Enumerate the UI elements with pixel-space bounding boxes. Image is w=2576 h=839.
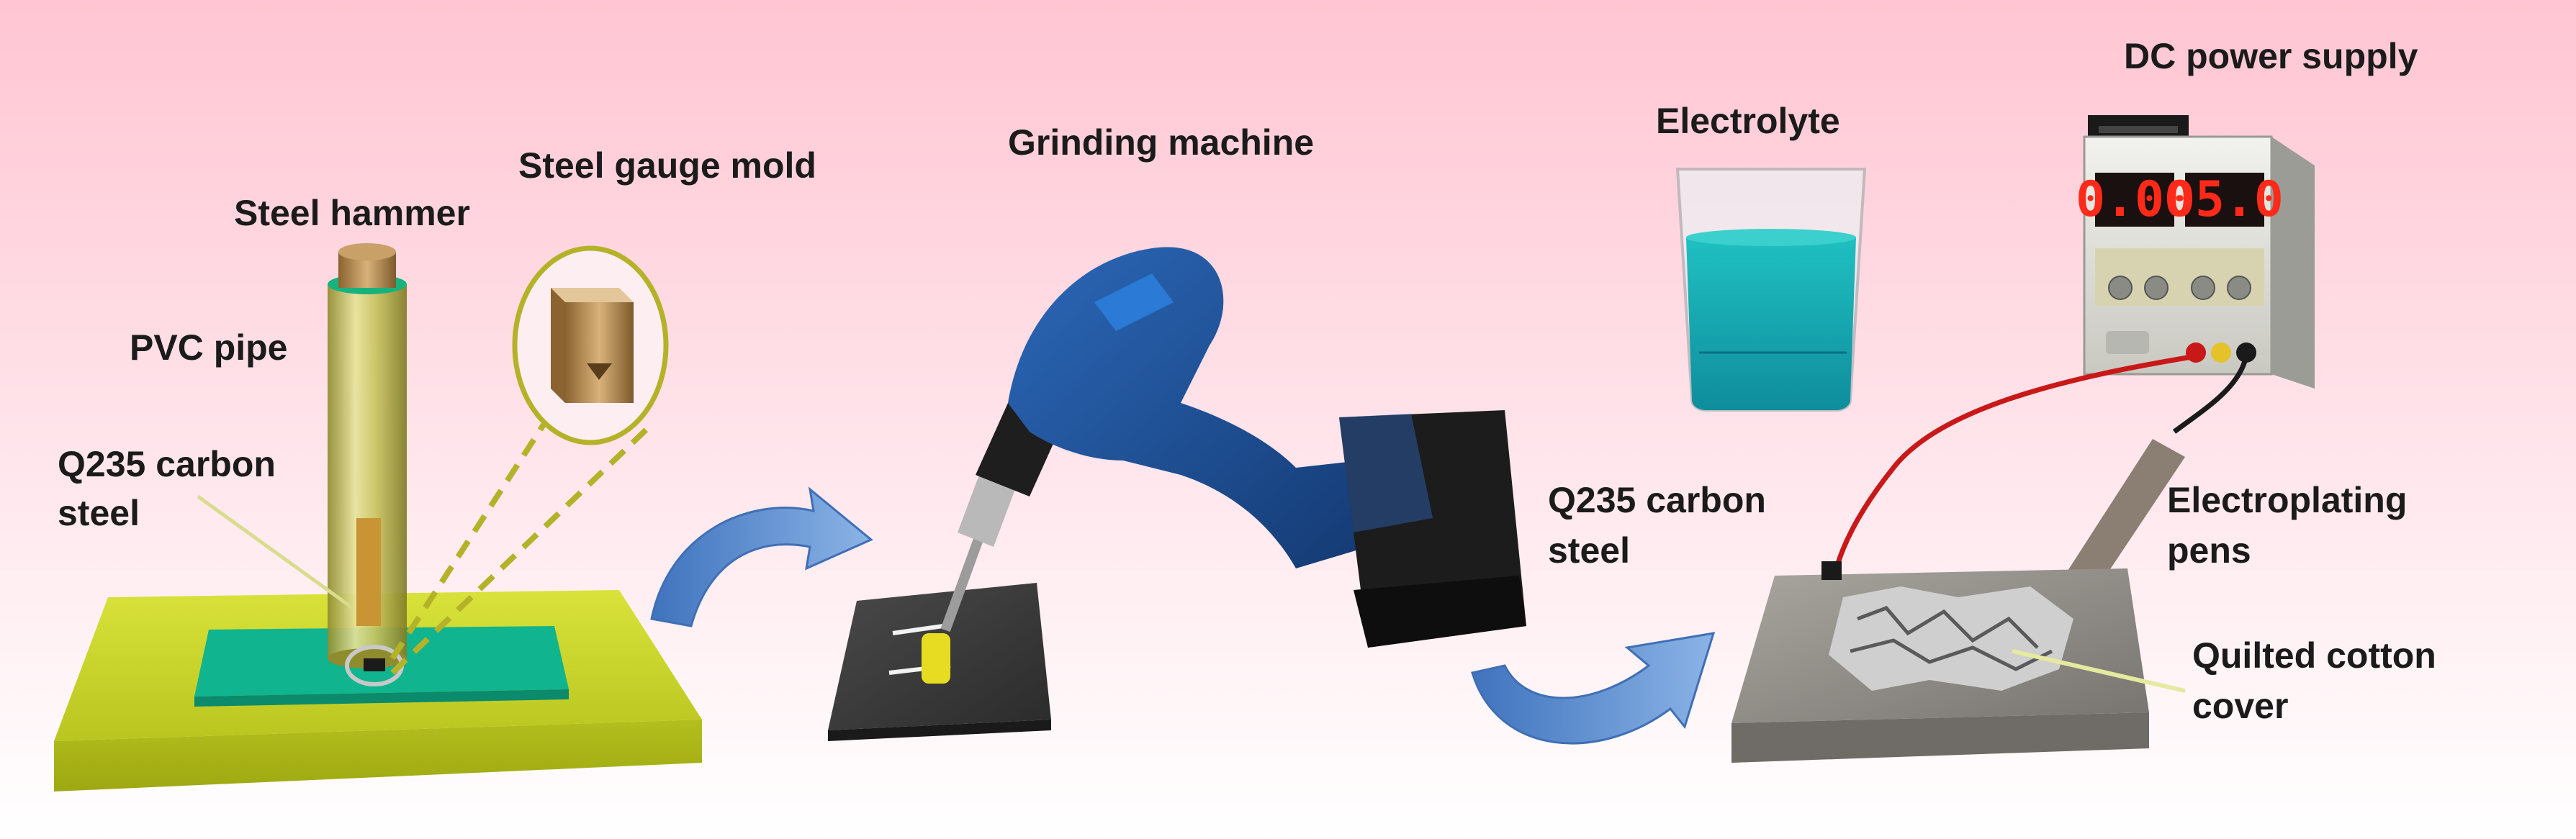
label-electroplating-2: pens [2167, 530, 2251, 571]
label-steel-hammer: Steel hammer [234, 193, 470, 233]
label-quilted-2: cover [2192, 686, 2288, 726]
electrolyte-liquid [1686, 237, 1856, 410]
red-wire [1832, 353, 2197, 576]
label-dc-power-supply: DC power supply [2124, 36, 2418, 76]
coating-area [1829, 586, 2073, 691]
label-q235-left-2: steel [58, 493, 140, 533]
psu-display-left: 0.00 [2076, 171, 2194, 228]
terminal-black [2236, 343, 2256, 363]
label-pvc-pipe: PVC pipe [130, 327, 287, 368]
q235-sample-in-pipe [356, 518, 381, 626]
drill [958, 247, 1526, 648]
label-quilted-1: Quilted cotton [2192, 635, 2436, 676]
label-grinding-machine: Grinding machine [1008, 122, 1314, 163]
q235-plate-right [1731, 561, 2149, 763]
arrow-2 [1471, 632, 1716, 745]
psu-knob-3 [2191, 276, 2215, 300]
psu-display-right: 05.0 [2166, 171, 2284, 228]
drill-body [1008, 247, 1368, 568]
electrolyte-beaker [1675, 168, 1867, 412]
label-steel-gauge-mold: Steel gauge mold [518, 145, 816, 186]
dc-power-supply: 0.00 05.0 [2076, 115, 2315, 389]
steel-gauge-mold [551, 288, 634, 403]
grinding-assembly [828, 247, 1526, 741]
arrow-1 [650, 486, 873, 627]
base-assembly [54, 243, 702, 792]
black-wire [2172, 355, 2249, 434]
terminal-yellow [2211, 343, 2231, 363]
steel-hammer [338, 243, 396, 288]
psu-knob-4 [2227, 276, 2251, 300]
psu-knob-1 [2108, 276, 2133, 300]
label-q235-right-2: steel [1548, 530, 1630, 571]
label-electroplating-1: Electroplating [2167, 480, 2407, 520]
label-q235-left-1: Q235 carbon [58, 444, 276, 484]
label-q235-right-1: Q235 carbon [1548, 480, 1766, 520]
base-board-front [54, 720, 702, 792]
label-electrolyte: Electrolyte [1656, 101, 1840, 141]
psu-knob-2 [2144, 276, 2169, 300]
